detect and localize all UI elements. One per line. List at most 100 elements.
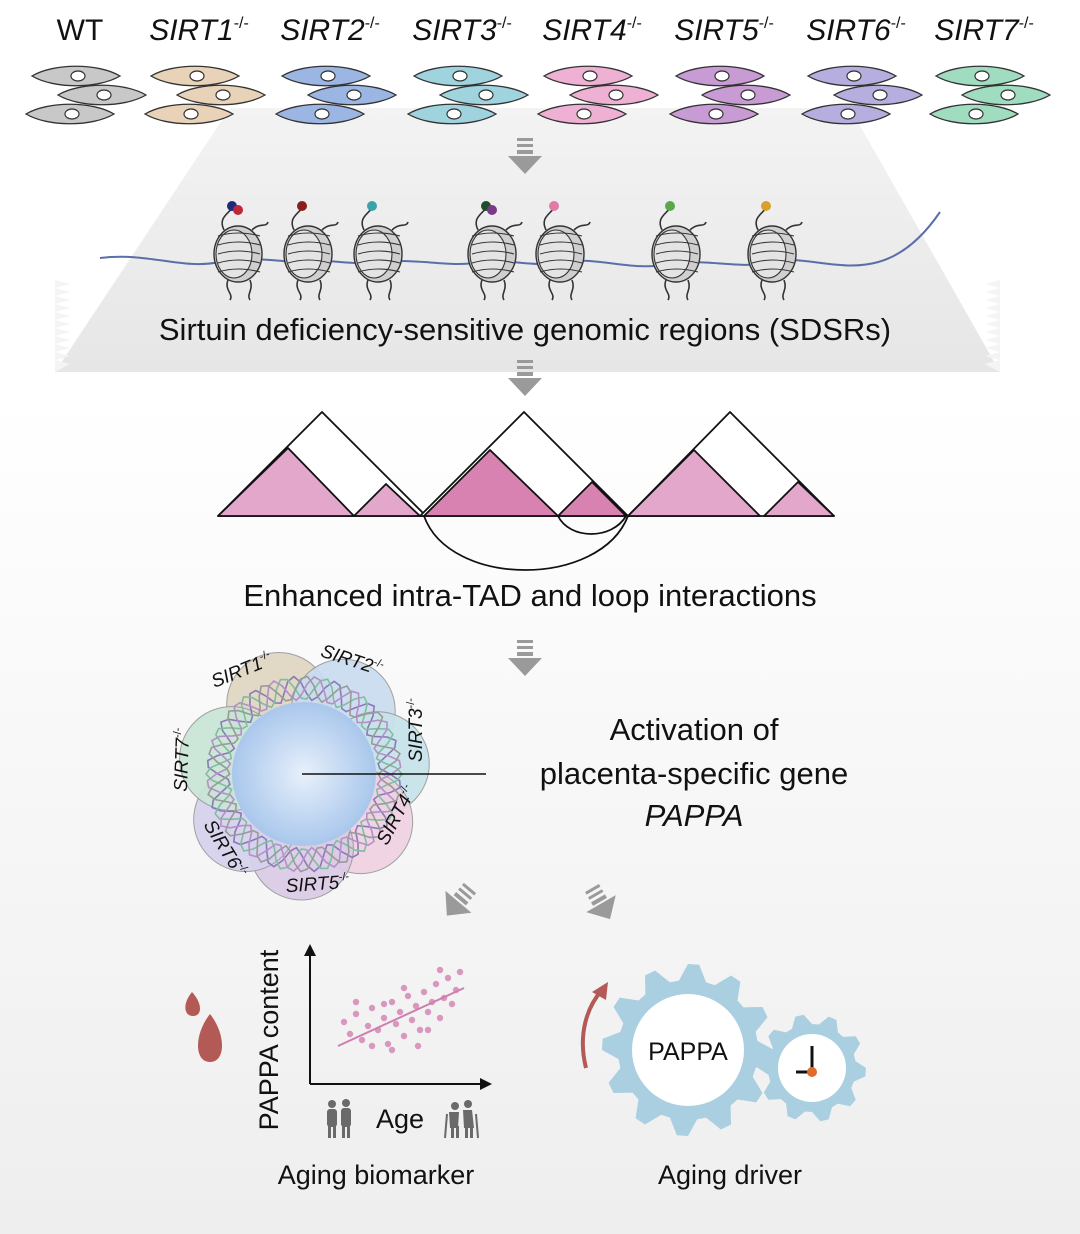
ring-label: SIRT3-/-	[405, 698, 427, 762]
scatter-point	[388, 998, 396, 1006]
nucleosome-icon	[467, 201, 523, 301]
histone-mark	[297, 201, 307, 211]
tad-diagram	[217, 411, 835, 571]
cell-cluster	[800, 65, 924, 125]
chart-xlabel: Age	[376, 1104, 424, 1134]
cell-nucleus	[1000, 89, 1016, 101]
genotype-label: SIRT1-/-	[149, 14, 249, 47]
genotype-label: SIRT7-/-	[934, 14, 1034, 47]
tad-inner-2	[353, 483, 421, 517]
tad-inner-4	[557, 481, 627, 517]
cell-cluster	[668, 65, 792, 125]
activation-line2: placenta-specific gene	[540, 756, 848, 791]
x-axis-arrow	[480, 1078, 492, 1090]
nucleosome-icon	[651, 201, 707, 301]
tad-inner-5	[627, 449, 761, 517]
genotype-superscript: -/-	[627, 15, 642, 32]
young-people-icon	[327, 1099, 351, 1138]
histone-mark	[665, 201, 675, 211]
ring-label-superscript: -/-	[258, 648, 272, 663]
gear-label: PAPPA	[648, 1038, 728, 1066]
scatter-point	[380, 1014, 388, 1022]
clock-hands-icon	[796, 1046, 817, 1077]
genotype-label: SIRT5-/-	[674, 14, 774, 47]
cell-nucleus	[96, 89, 112, 101]
cell-nucleus	[974, 70, 990, 82]
tad-inner-3	[423, 449, 559, 517]
aging-driver: PAPPA	[580, 964, 866, 1136]
scatter-point	[396, 1008, 404, 1016]
scatter-point	[420, 988, 428, 996]
large-gear-icon	[602, 964, 774, 1136]
cell-nucleus	[452, 70, 468, 82]
scatter-point	[400, 984, 408, 992]
nucleosome-icon	[213, 201, 269, 301]
ring-label-superscript: -/-	[405, 698, 417, 709]
genotype-name: WT	[57, 14, 104, 47]
driver-caption: Aging driver	[658, 1160, 802, 1190]
tad-inner-1	[217, 447, 355, 517]
scatter-point	[380, 1000, 388, 1008]
scatter-point	[364, 1022, 372, 1030]
tad-label: Enhanced intra-TAD and loop interactions	[243, 578, 816, 613]
cell-nucleus	[846, 70, 862, 82]
rotation-arrow-head	[592, 982, 608, 1000]
ring-label-name: SIRT7	[171, 736, 194, 792]
cell-cluster	[274, 65, 398, 125]
cell-nucleus	[478, 89, 494, 101]
ring-label: SIRT5-/-	[285, 871, 351, 897]
activation-gene: PAPPA	[645, 798, 744, 833]
biomarker-caption: Aging biomarker	[278, 1160, 475, 1190]
genotype-superscript: -/-	[365, 15, 380, 32]
scatter-point	[424, 1008, 432, 1016]
tad-inner-6	[763, 481, 835, 517]
loop-arc-small	[557, 515, 627, 535]
genotype-superscript: -/-	[234, 15, 249, 32]
genotype-name: SIRT5	[674, 14, 759, 47]
genotype-name: SIRT3	[412, 14, 497, 47]
cell-nucleus	[968, 108, 984, 120]
cell-nucleus	[714, 70, 730, 82]
cell-nucleus	[708, 108, 724, 120]
rotation-arrow	[580, 988, 604, 1069]
genotype-label: SIRT2-/-	[280, 14, 380, 47]
cell-cluster	[406, 65, 530, 125]
scatter-point	[346, 1030, 354, 1038]
nucleosome-icon	[747, 201, 803, 301]
scatter-point	[414, 1042, 422, 1050]
blood-drop-icon	[185, 992, 222, 1062]
nucleosome-icon	[353, 201, 409, 301]
elderly-people-icon	[444, 1100, 479, 1139]
scatter-point	[384, 1040, 392, 1048]
scatter-point	[436, 1014, 444, 1022]
nucleosomes	[213, 201, 803, 301]
genotype-name: SIRT4	[542, 14, 626, 47]
chromatin-ring	[179, 651, 430, 901]
cell-nucleus	[576, 108, 592, 120]
nucleosome-icon	[535, 201, 591, 301]
ring-label: SIRT7-/-	[170, 727, 194, 792]
y-axis-arrow	[304, 944, 316, 956]
genotype-name: SIRT1	[149, 14, 233, 47]
cell-cluster	[24, 65, 148, 125]
genotype-label: SIRT3-/-	[412, 14, 512, 47]
cell-cluster	[536, 65, 660, 125]
genotype-superscript: -/-	[1019, 15, 1034, 32]
cell-cluster	[143, 65, 267, 125]
loop-arc-large	[423, 515, 629, 571]
cell-cluster	[928, 65, 1052, 125]
cell-nucleus	[840, 108, 856, 120]
scatter-point	[412, 1002, 420, 1010]
cell-nucleus	[215, 89, 231, 101]
cell-nucleus	[64, 108, 80, 120]
cell-groups	[24, 65, 1052, 125]
histone-mark	[549, 201, 559, 211]
scatter-point	[404, 992, 412, 1000]
scatter-point	[448, 1000, 456, 1008]
scatter-point	[392, 1020, 400, 1028]
cell-nucleus	[346, 89, 362, 101]
histone-mark	[487, 205, 497, 215]
